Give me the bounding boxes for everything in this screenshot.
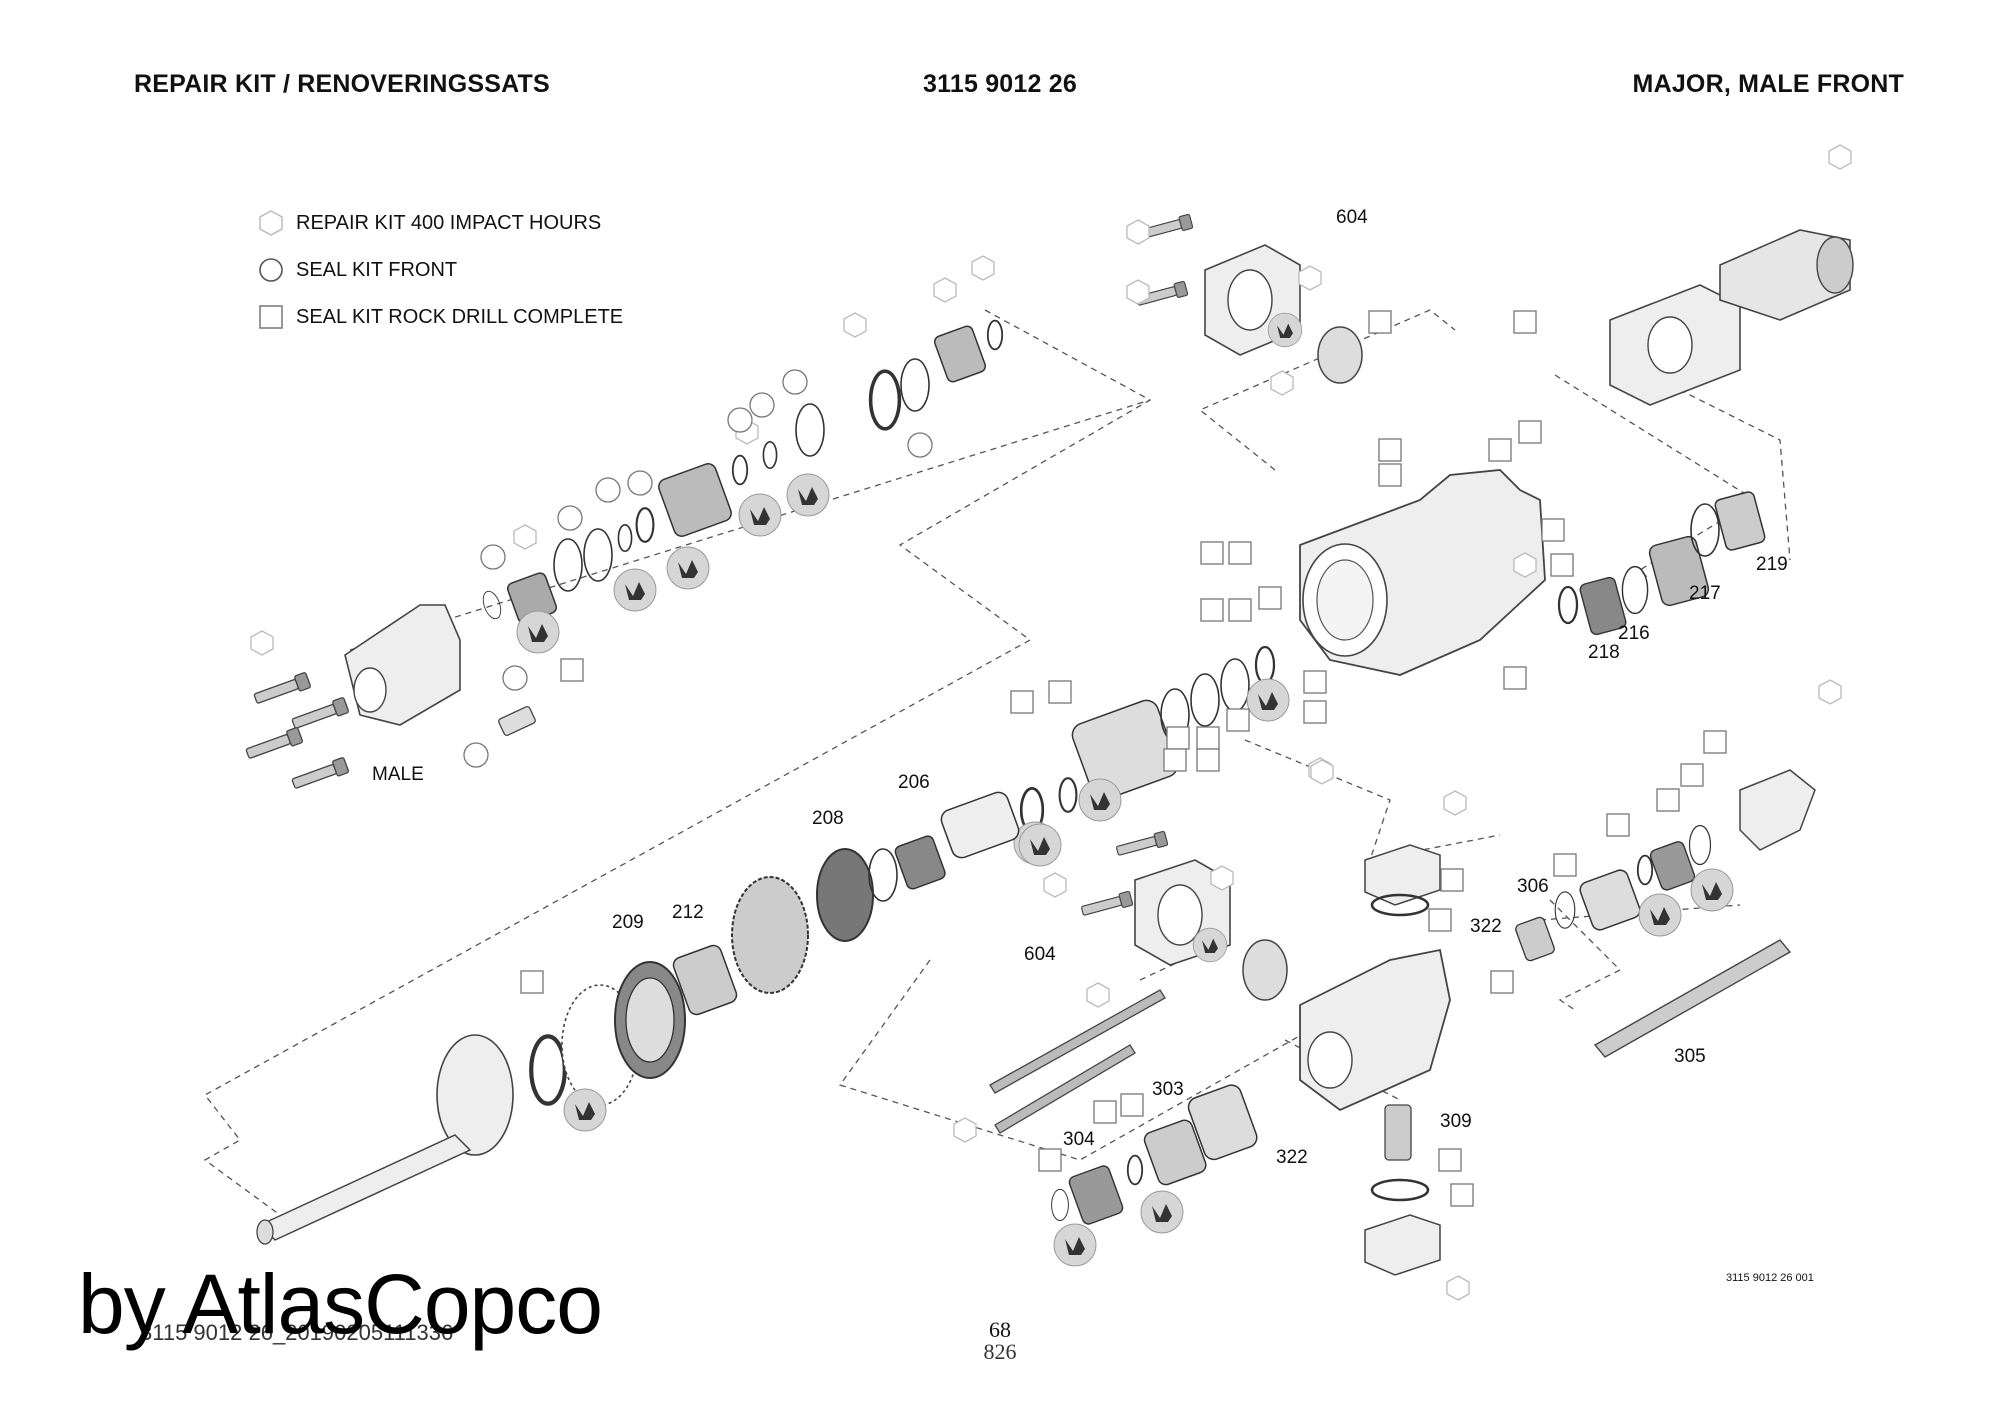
callout-604-top: 604	[1336, 207, 1368, 228]
watermark: by AtlasCopco	[78, 1257, 603, 1351]
rotation-motor	[1609, 229, 1854, 406]
drawing-reference: 3115 9012 26 001	[1726, 1272, 1814, 1284]
rear-damper-row	[1515, 769, 1816, 962]
callout-216: 216	[1618, 623, 1650, 644]
legend-label: SEAL KIT FRONT	[296, 259, 458, 281]
front-cover-lower	[1079, 830, 1288, 1001]
shank-adapter	[256, 1134, 472, 1245]
callout-218: 218	[1588, 642, 1620, 663]
callout-303: 303	[1152, 1079, 1184, 1100]
header-title-right: MAJOR, MALE FRONT	[1632, 70, 1904, 98]
square-icon	[259, 305, 283, 329]
callout-labels: 604 219 217 216 218 206 208 209 212 604 …	[372, 207, 1788, 1168]
circle-icon	[259, 258, 283, 282]
valve-small	[498, 705, 536, 737]
header-title-left: REPAIR KIT / RENOVERINGSSATS	[134, 70, 550, 98]
callout-219: 219	[1756, 554, 1788, 575]
front-cover-top	[1134, 213, 1363, 384]
hexagon-icon	[259, 210, 283, 236]
callout-322-lower: 322	[1276, 1147, 1308, 1168]
main-housing	[1299, 469, 1546, 676]
gear-and-bearing-row	[436, 791, 1062, 1156]
housing-bolts	[244, 671, 350, 793]
callout-604-lower: 604	[1024, 944, 1056, 965]
callout-304: 304	[1063, 1129, 1095, 1150]
bottom-plate	[1364, 1104, 1441, 1276]
header-part-number: 3115 9012 26	[923, 70, 1077, 98]
callout-212: 212	[672, 902, 704, 923]
legend-label: REPAIR KIT 400 IMPACT HOURS	[296, 212, 602, 234]
upper-seal-row	[479, 319, 1004, 624]
callout-208: 208	[812, 808, 844, 829]
document-reference: 3115 9012 26_20190205111336	[140, 1320, 454, 1345]
front-housing-male	[344, 604, 461, 726]
callout-217: 217	[1689, 583, 1721, 604]
tie-rods	[989, 989, 1166, 1134]
rear-parts-row	[1557, 491, 1766, 636]
lower-housing	[1299, 948, 1451, 1112]
page-number: 68	[989, 1317, 1011, 1342]
legend-label: SEAL KIT ROCK DRILL COMPLETE	[296, 306, 624, 328]
callout-322-upper: 322	[1470, 916, 1502, 937]
top-plate	[1364, 844, 1441, 917]
piston-rod-305	[1593, 939, 1792, 1058]
callout-309: 309	[1440, 1111, 1472, 1132]
damper-row	[1051, 1084, 1258, 1267]
callout-209: 209	[612, 912, 644, 933]
callout-306: 306	[1517, 876, 1549, 897]
variant-label: MALE	[372, 764, 424, 785]
callout-305: 305	[1674, 1046, 1706, 1067]
sheet-number: 826	[983, 1339, 1017, 1364]
callout-206: 206	[898, 772, 930, 793]
